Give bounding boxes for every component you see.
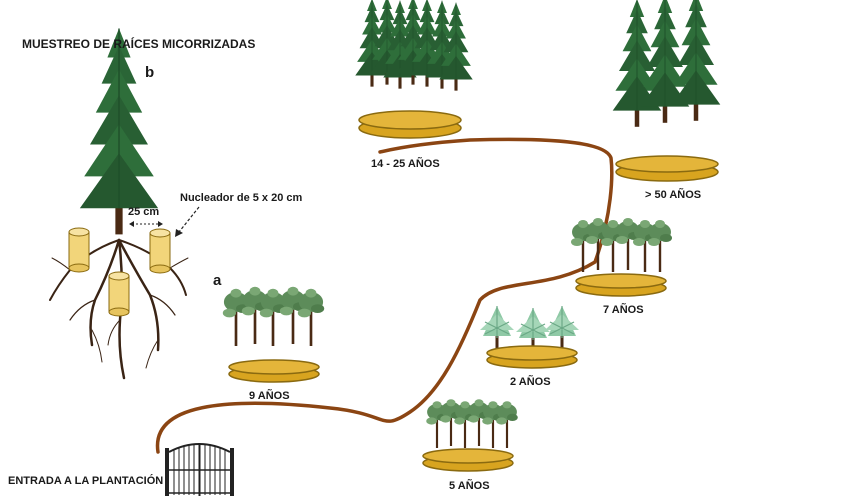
stand-50-graphic (612, 0, 721, 182)
stand-label-5: 5 AÑOS (449, 480, 490, 492)
conifer-icon (79, 27, 159, 236)
stand-5-graphic (422, 399, 518, 472)
plantation-path (155, 137, 614, 454)
entrance-label: ENTRADA A LA PLANTACIÓN (8, 475, 164, 487)
distance-arrow (129, 221, 163, 227)
conifer-icon (612, 0, 721, 128)
stand-14-25-graphic (354, 0, 474, 139)
pine-icon (222, 286, 325, 346)
stand-9-graphic (222, 286, 325, 383)
soil-core-center (108, 271, 130, 317)
root-system (49, 238, 189, 380)
stand-label-2: 2 AÑOS (510, 376, 551, 388)
diagram-title: MUESTREO DE RAÍCES MICORRIZADAS (22, 37, 256, 51)
gate-icon (165, 443, 234, 496)
stand-label-7: 7 AÑOS (603, 304, 644, 316)
soil-core-right (149, 228, 171, 274)
stand-2-graphic (479, 305, 580, 369)
pine-icon (571, 218, 672, 272)
sampling-tree-graphic (49, 27, 189, 380)
corer-pointer-arrow (175, 206, 200, 237)
stand-label-50: > 50 AÑOS (645, 189, 702, 201)
soil-core-left (68, 227, 90, 273)
corer-label: Nucleador de 5 x 20 cm (180, 192, 303, 204)
stand-7-graphic (571, 218, 672, 297)
young-pine-icon (479, 305, 580, 351)
panel-label-a: a (213, 272, 222, 289)
stand-label-14-25: 14 - 25 AÑOS (371, 158, 440, 170)
panel-label-b: b (145, 64, 155, 81)
pine-icon (426, 399, 518, 448)
conifer-icon (354, 0, 474, 91)
distance-label: 25 cm (128, 206, 160, 218)
stand-label-9: 9 AÑOS (249, 390, 290, 402)
